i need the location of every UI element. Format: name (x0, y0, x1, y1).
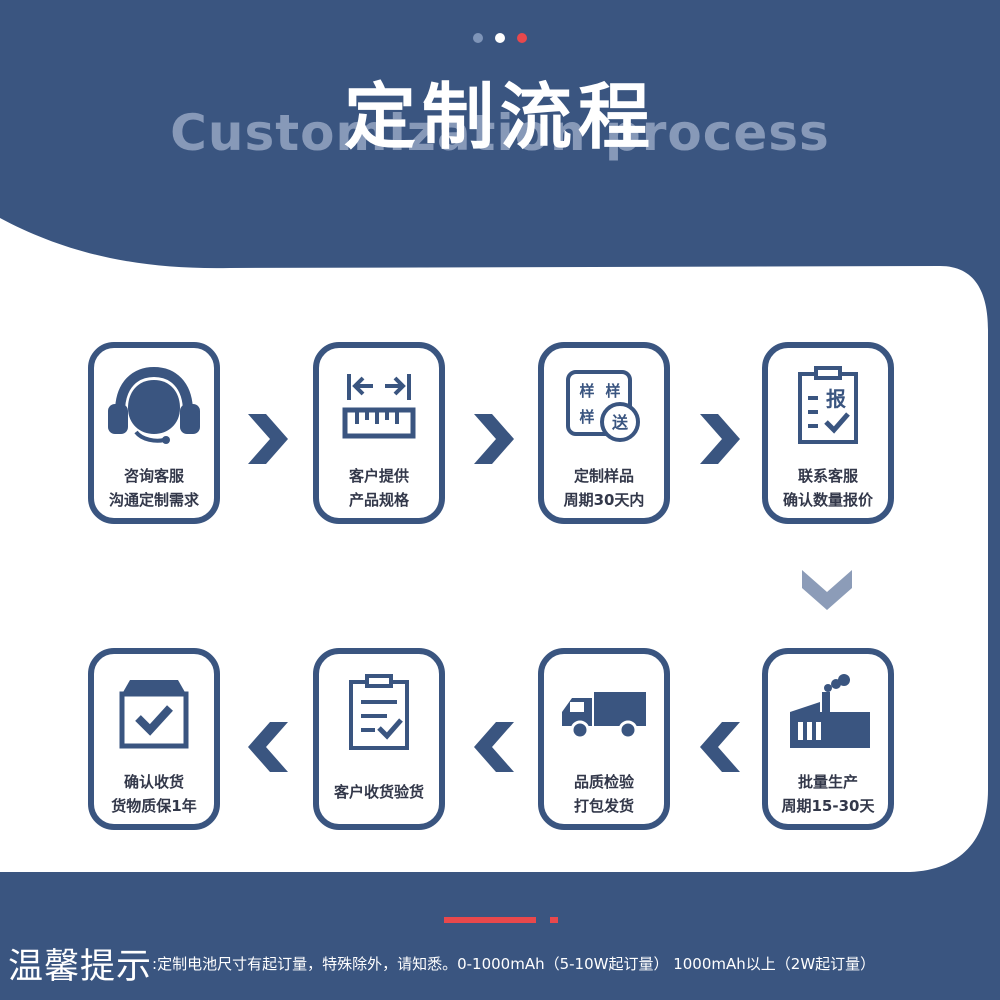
arrow-down-icon (802, 570, 852, 610)
step-card-consult: 咨询客服 沟通定制需求 (88, 342, 220, 524)
step-card-sample: 样 样 样 送 定制样品 周期30天内 (538, 342, 670, 524)
page-title: 定制流程 (343, 75, 656, 159)
send-glyph: 送 (611, 413, 629, 432)
arrow-right-icon (248, 414, 288, 464)
step-label: 品质检验 打包发货 (573, 773, 634, 815)
step-card-ship: 品质检验 打包发货 (538, 648, 670, 830)
dot-2 (495, 33, 505, 43)
dot-1 (473, 33, 483, 43)
tips-text: :定制电池尺寸有起订量，特殊除外，请知悉。0-1000mAh（5-10W起订量）… (152, 955, 876, 973)
tips-line: 温馨提示:定制电池尺寸有起订量，特殊除外，请知悉。0-1000mAh（5-10W… (8, 938, 998, 989)
arrow-left-icon (248, 722, 288, 772)
dot-3 (517, 33, 527, 43)
factory-icon (790, 674, 870, 748)
step-label: 咨询客服 沟通定制需求 (108, 467, 199, 509)
arrow-right-icon (474, 414, 514, 464)
title-english: Customization process (170, 104, 830, 162)
step-card-quote: 报 联系客服 确认数量报价 (762, 342, 894, 524)
step-label: 定制样品 周期30天内 (563, 467, 645, 509)
truck-icon (562, 692, 646, 740)
step-label: 联系客服 确认数量报价 (782, 467, 873, 509)
step-label: 确认收货 货物质保1年 (111, 773, 197, 815)
quote-glyph: 报 (826, 387, 846, 411)
quote-clipboard-icon: 报 (798, 366, 858, 444)
arrow-right-icon (700, 414, 740, 464)
checked-box-icon (119, 680, 189, 749)
step-card-receive-confirm: 确认收货 货物质保1年 (88, 648, 220, 830)
step-label: 客户收货验货 (333, 783, 424, 801)
page-dots (0, 33, 1000, 43)
sample-box-icon: 样 样 样 送 (566, 370, 640, 442)
sample-glyph-2: 样 (605, 382, 620, 400)
sample-glyph-1: 样 (579, 382, 594, 400)
step-card-inspect: 客户收货验货 (313, 648, 445, 830)
arrow-left-icon (474, 722, 514, 772)
footer-accent-bar (444, 917, 536, 923)
arrow-left-icon (700, 722, 740, 772)
headset-icon (108, 366, 200, 444)
ruler-icon (342, 374, 416, 439)
tips-heading: 温馨提示 (8, 947, 153, 987)
step-card-production: 批量生产 周期15-30天 (762, 648, 894, 830)
step-card-specs: 客户提供 产品规格 (313, 342, 445, 524)
footer-accent-dot (550, 917, 558, 923)
checklist-clipboard-icon (349, 674, 409, 750)
step-label: 客户提供 产品规格 (348, 467, 409, 509)
step-label: 批量生产 周期15-30天 (781, 773, 875, 815)
sample-glyph-3: 样 (579, 408, 594, 426)
